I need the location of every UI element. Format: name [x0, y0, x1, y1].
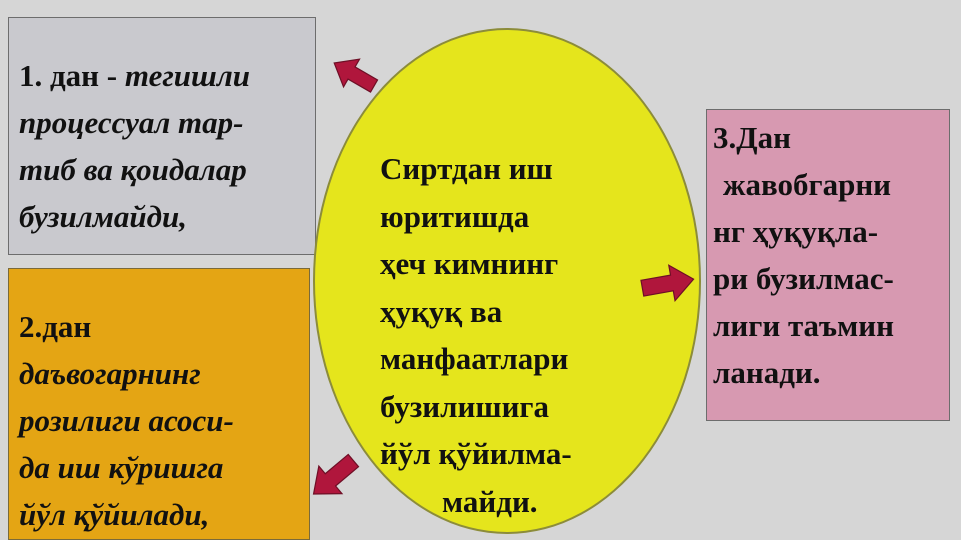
box-1-lead: 1. дан -	[19, 58, 125, 93]
center-line-3: ҳеч кимнинг	[380, 246, 559, 281]
center-ellipse	[313, 28, 701, 534]
box-2-line-1: даъвогарнинг	[19, 356, 201, 391]
box-2-line-4: йўл қўйилади,	[19, 497, 210, 532]
box-3-line-6: ланади.	[713, 355, 821, 390]
box-3-line-1: 3.Дан	[713, 120, 791, 155]
box-1-line-1: тегишли	[124, 58, 250, 93]
center-line-6: бузилишига	[380, 388, 550, 424]
center-line-7: йўл қўйилма-	[380, 436, 572, 471]
arrow-down-left-icon	[312, 453, 360, 495]
box-2-lead: 2.дан	[19, 309, 92, 344]
box-3-line-2: жавобгарни	[723, 167, 892, 202]
box-2-line-2: розилиги асоси-	[19, 403, 234, 438]
box-1-line-2: процессуал тар-	[19, 105, 244, 140]
box-1-line-3: тиб ва қоидалар	[19, 152, 247, 187]
center-text: Сиртдан иш юритишда ҳеч кимнинг ҳуқуқ ва…	[380, 145, 650, 525]
box-3-line-3: нг ҳуқуқла-	[713, 214, 879, 249]
box-1-line-4: бузилмайди,	[19, 199, 188, 234]
center-line-5: манфаатлари	[380, 341, 569, 376]
center-line-1: Сиртдан иш	[380, 151, 553, 186]
center-line-8: майди.	[442, 483, 538, 519]
center-line-4: ҳуқуқ ва	[380, 293, 503, 329]
box-3: 3.Дан жавобгарни нг ҳуқуқла- ри бузилмас…	[706, 109, 950, 421]
arrow-right-icon	[640, 264, 695, 303]
box-2-line-3: да иш кўришга	[19, 450, 224, 485]
box-3-line-4: ри бузилмас-	[713, 261, 894, 296]
arrow-up-left-icon	[333, 58, 379, 93]
center-line-2: юритишда	[380, 198, 530, 234]
box-1: 1. дан - тегишли процессуал тар- тиб ва …	[8, 17, 316, 255]
box-2: 2.дан даъвогарнинг розилиги асоси- да иш…	[8, 268, 310, 540]
box-3-line-5: лиги таъмин	[713, 308, 894, 343]
